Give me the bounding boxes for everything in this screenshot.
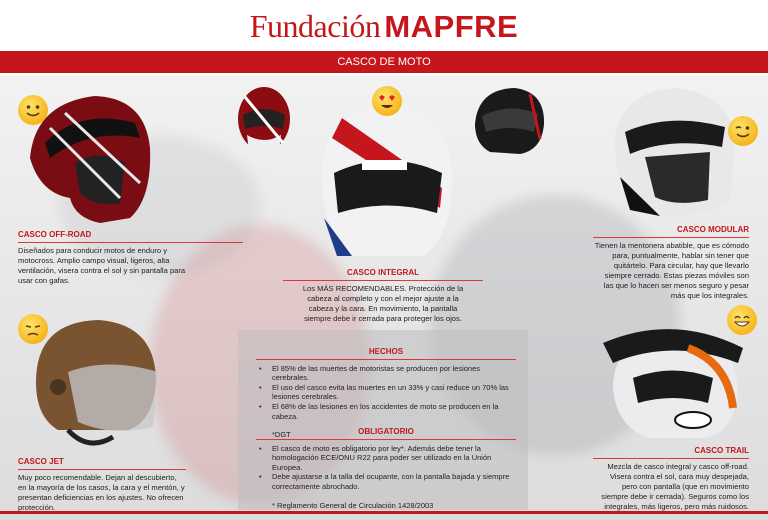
modular-section: CASCO MODULAR Tienen la mentonera abatib… [593,225,749,301]
trail-helmet-image [603,329,743,438]
sad-emoji-icon [18,314,48,344]
mandatory-list: El casco de moto es obligatorio por ley*… [256,444,516,492]
integral-section: CASCO INTEGRAL Los MÁS RECOMENDABLES. Pr… [283,268,483,324]
trail-text: Mezcla de casco integral y casco off-roa… [601,462,749,511]
modular-helmet-image [614,88,735,217]
black-helmet-image [475,88,545,154]
offroad-title: CASCO OFF-ROAD [18,230,243,243]
offroad-text: Diseñados para conducir motos de enduro … [18,246,186,285]
list-item: El casco de moto es obligatorio por ley*… [256,444,516,473]
trail-title: CASCO TRAIL [593,446,749,459]
modular-title: CASCO MODULAR [593,225,749,238]
integral-helmet-small-image [238,87,290,154]
list-item: El uso del casco evita las muertes en un… [256,383,516,402]
mandatory-title: OBLIGATORIO [256,427,516,440]
list-item: Debe ajustarse a la talla del ocupante, … [256,472,516,491]
logo-text-bold: MAPFRE [384,9,519,44]
integral-helmet-image [321,106,452,256]
mandatory-section: OBLIGATORIO El casco de moto es obligato… [256,427,516,510]
list-item: El 68% de las lesiones en los accidentes… [256,402,516,421]
mandatory-footnote: * Reglamento General de Circulación 1428… [272,500,434,510]
jet-helmet-image [36,320,158,446]
facts-section: HECHOS El 85% de las muertes de motorist… [256,347,516,440]
facts-list: El 85% de las muertes de motoristas se p… [256,364,516,422]
trail-section: CASCO TRAIL Mezcla de casco integral y c… [593,446,749,512]
jet-text: Muy poco recomendable. Dejan al descubie… [18,473,185,512]
offroad-helmet-image [30,96,151,223]
wink-emoji-icon [728,116,758,146]
facts-panel: HECHOS El 85% de las muertes de motorist… [238,330,528,510]
smile-emoji-icon [18,95,48,125]
heart-eyes-emoji-icon [372,86,402,116]
offroad-section: CASCO OFF-ROAD Diseñados para conducir m… [18,230,243,286]
jet-title: CASCO JET [18,457,186,470]
facts-source: *DGT [272,430,291,440]
integral-title: CASCO INTEGRAL [283,268,483,281]
grin-emoji-icon [727,305,757,335]
list-item: El 85% de las muertes de motoristas se p… [256,364,516,383]
title-banner: CASCO DE MOTO [0,51,768,73]
jet-section: CASCO JET Muy poco recomendable. Dejan a… [18,457,186,513]
facts-title: HECHOS [256,347,516,360]
integral-text: Los MÁS RECOMENDABLES. Protección de la … [302,284,464,323]
bottom-divider [0,511,768,514]
logo-text-light: Fundación [249,8,381,44]
page-title: CASCO DE MOTO [337,56,431,68]
modular-text: Tienen la mentonera abatible, que es cóm… [594,241,749,300]
